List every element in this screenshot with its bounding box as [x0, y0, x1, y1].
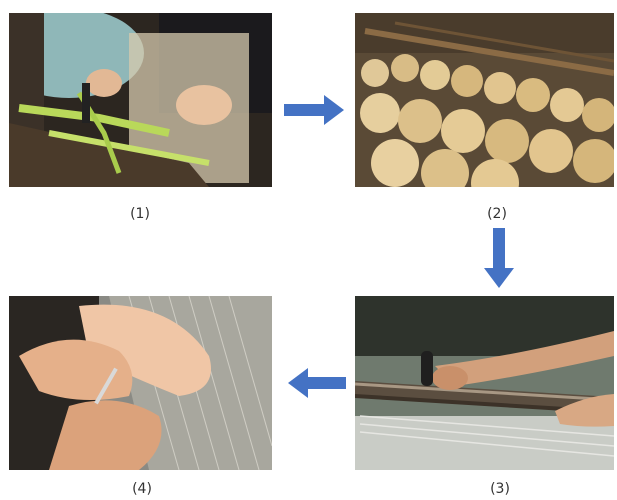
step-4-photo — [9, 296, 272, 470]
step-3-caption: (3) — [490, 481, 510, 497]
arrow-left-icon — [288, 368, 346, 398]
arrow-right-icon — [284, 95, 344, 125]
step-4-caption: (4) — [132, 481, 152, 497]
step-3-photo — [355, 296, 614, 470]
step-2-photo — [355, 13, 614, 187]
step-2-caption: (2) — [487, 206, 507, 222]
step-1-photo — [9, 13, 272, 187]
arrow-down-icon — [484, 228, 514, 288]
step-1-caption: (1) — [130, 206, 150, 222]
